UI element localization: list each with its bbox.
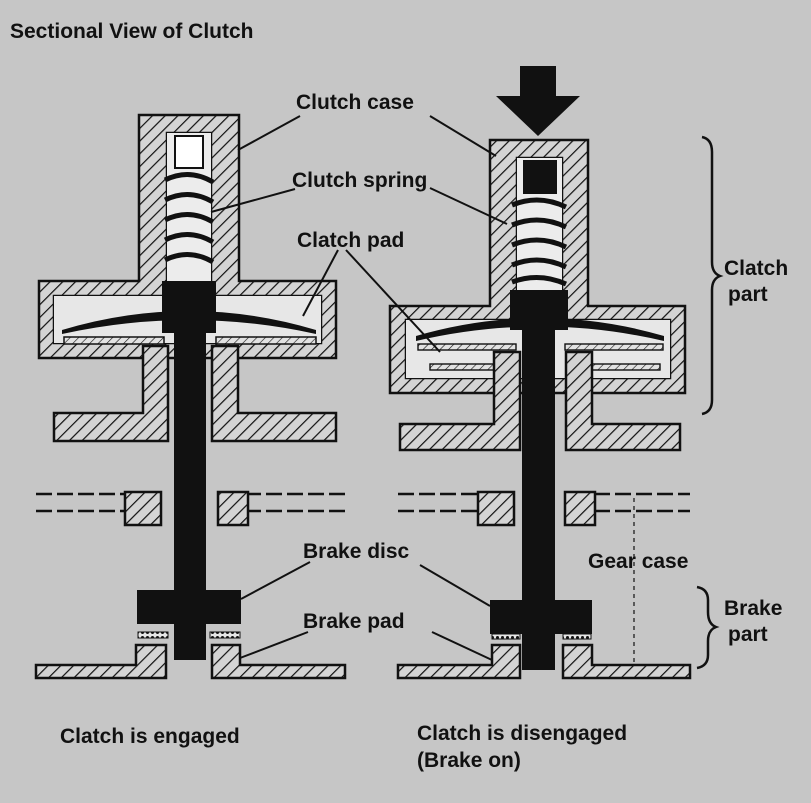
label-brake-part: Brake part [724, 596, 782, 649]
label-gear-case: Gear case [588, 550, 689, 573]
hub-left-b [210, 344, 338, 443]
leader-lines [210, 115, 508, 661]
left-assembly [34, 113, 347, 680]
caption-disengaged: Clatch is disengaged (Brake on) [417, 720, 627, 775]
clutch-plate-left [62, 311, 316, 334]
brake-pad-left-b [209, 631, 241, 639]
brake-disc-right [490, 600, 592, 634]
hub-left-a [52, 344, 170, 443]
shaft-left [162, 281, 216, 333]
gear-block-left-a [123, 490, 163, 527]
clatch-part-bracket [701, 135, 724, 416]
clutch-spring-right [511, 197, 568, 287]
label-clatch-part-line1: Clatch [724, 257, 789, 280]
caption-disengaged-line1: Clatch is disengaged [417, 722, 628, 745]
gear-block-right-a [476, 490, 516, 527]
label-clutch-spring: Clutch spring [292, 169, 428, 192]
gear-block-right-b [563, 490, 597, 527]
clutch-pad-right-b [564, 343, 664, 351]
gear-block-left-b [216, 490, 250, 527]
caption-disengaged-line2: (Brake on) [417, 749, 521, 773]
right-assembly [388, 66, 692, 680]
base-left-b [210, 643, 347, 680]
clutch-plate-right [416, 318, 664, 341]
label-clatch-part: Clatch part [724, 256, 788, 309]
label-clatch-pad: Clatch pad [297, 229, 405, 252]
clutch-pad-left-a [63, 336, 165, 345]
clutch-spring-left [163, 172, 215, 265]
base-left [34, 643, 168, 680]
caption-engaged: Clatch is engaged [60, 725, 240, 748]
diagram-title: Sectional View of Clutch [10, 20, 254, 43]
force-arrow [496, 66, 580, 136]
clutch-pad-left-b [215, 336, 317, 345]
brake-pad-left-a [137, 631, 169, 639]
base-right-b [561, 643, 692, 680]
brake-pad-right-a [491, 633, 521, 640]
label-brake-part-line2: part [728, 623, 768, 647]
label-brake-pad: Brake pad [303, 610, 405, 633]
clutch-pad-right-a [417, 343, 517, 351]
brake-pad-right-b [562, 633, 592, 640]
brake-disc-left [137, 590, 241, 624]
base-right [396, 643, 522, 680]
brake-part-bracket [696, 585, 720, 670]
label-clutch-case: Clutch case [296, 91, 414, 114]
gear-case-right [398, 492, 690, 678]
label-brake-part-line1: Brake [724, 597, 783, 620]
gear-case-left [36, 492, 345, 513]
label-clatch-part-line2: part [728, 283, 768, 307]
hub-right-b [564, 350, 682, 452]
label-brake-disc: Brake disc [303, 540, 410, 563]
hub-right-a [398, 350, 522, 452]
